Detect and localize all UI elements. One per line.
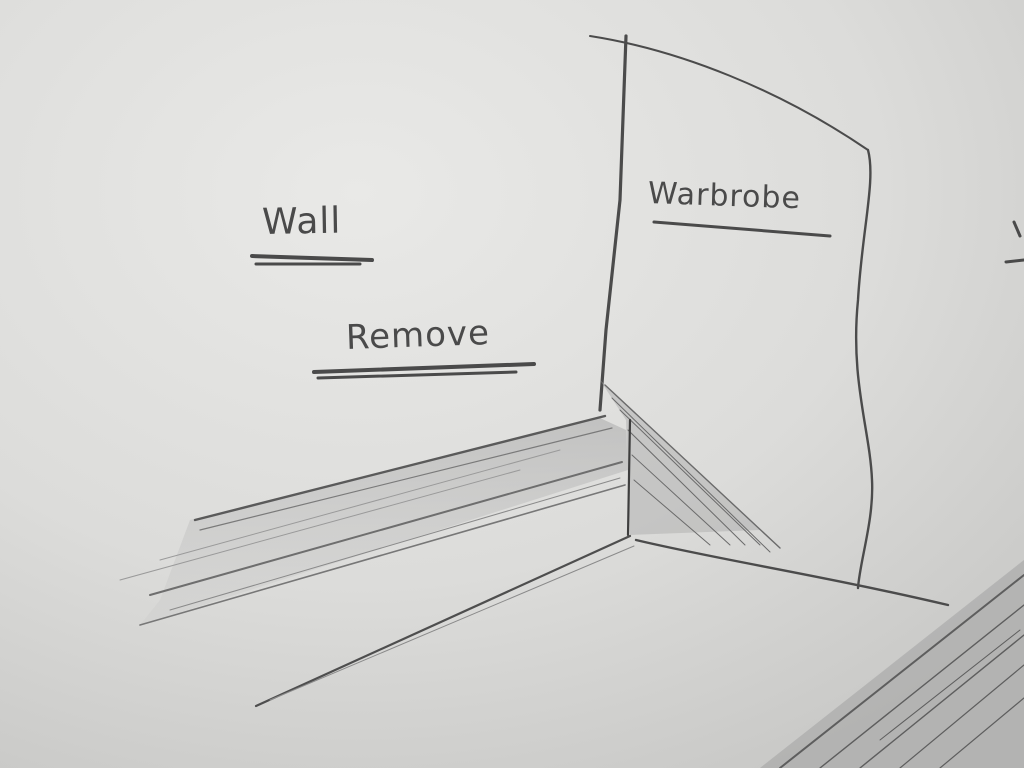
wardrobe-outline	[589, 34, 950, 607]
corner-shading	[600, 380, 781, 553]
partial-label-mark	[1012, 220, 1022, 238]
wall-label: Wall	[261, 200, 342, 243]
remove-label: Remove	[345, 312, 491, 358]
skirting-board	[119, 414, 635, 708]
label-underlines	[250, 220, 1024, 380]
foreground-shading	[760, 560, 1024, 768]
wardrobe-label: Warbrobe	[647, 176, 802, 217]
